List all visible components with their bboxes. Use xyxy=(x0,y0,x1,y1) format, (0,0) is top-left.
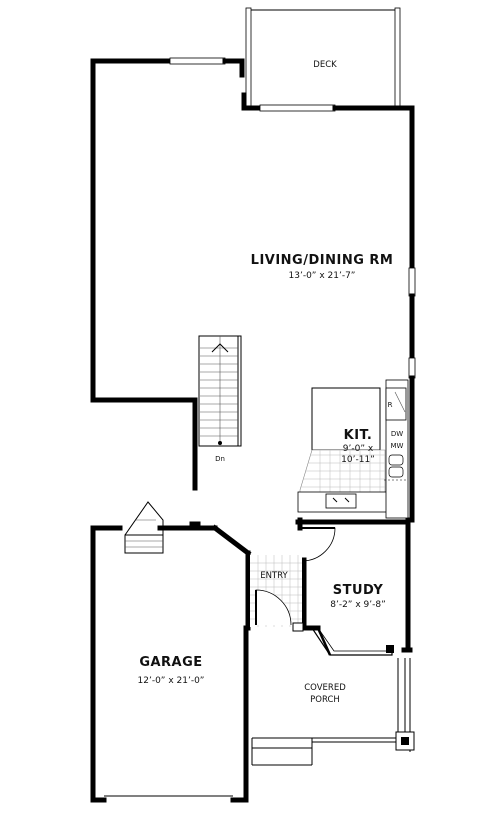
entry-post xyxy=(292,622,304,632)
stove xyxy=(325,493,357,509)
deck xyxy=(245,7,401,109)
kitchen-size-1: 9’-0” x xyxy=(343,444,374,454)
dishwasher-label: DW xyxy=(391,430,403,438)
study-label: STUDY xyxy=(333,583,384,598)
deck-label: DECK xyxy=(313,60,337,70)
window-right-2 xyxy=(408,357,416,379)
garage-size: 12’-0” x 21’-0” xyxy=(138,676,205,686)
window-right-1 xyxy=(408,267,416,297)
interior-walls xyxy=(90,397,413,653)
garage-stairs xyxy=(124,501,164,554)
entry-label: ENTRY xyxy=(260,571,288,581)
stairs: Dn xyxy=(198,335,242,463)
garage-label: GARAGE xyxy=(139,655,202,670)
living-dining-label: LIVING/DINING RM xyxy=(251,253,394,268)
kitchen-area: R DW MW xyxy=(297,379,409,519)
kitchen-label: KIT. xyxy=(344,428,373,443)
sliding-door-deck xyxy=(259,104,336,112)
microwave-label: MW xyxy=(391,442,404,450)
study-size: 8’-2” x 9’-8” xyxy=(330,600,386,610)
study-door-swing xyxy=(301,527,336,562)
living-dining-size: 13’-0” x 21’-7” xyxy=(289,271,356,281)
covered-porch xyxy=(251,658,415,766)
deck-rail-left xyxy=(245,7,252,109)
refrigerator xyxy=(385,387,407,421)
deck-rail-right xyxy=(394,7,401,109)
stair-label: Dn xyxy=(215,455,225,463)
front-door-swing xyxy=(255,589,292,626)
exterior-walls xyxy=(90,57,416,803)
refrigerator-label: R xyxy=(388,401,393,409)
deck-outline xyxy=(248,9,398,108)
study-bay-window xyxy=(311,627,394,656)
porch-label-2: PORCH xyxy=(310,695,340,705)
sink-bowl-1 xyxy=(388,454,404,466)
sink-bowl-2 xyxy=(388,466,404,478)
entry-area xyxy=(250,527,336,632)
window-top xyxy=(169,57,226,65)
porch-label-1: COVERED xyxy=(304,683,346,693)
kitchen-island xyxy=(311,387,381,451)
kitchen-size-2: 10’-11” xyxy=(341,455,375,465)
